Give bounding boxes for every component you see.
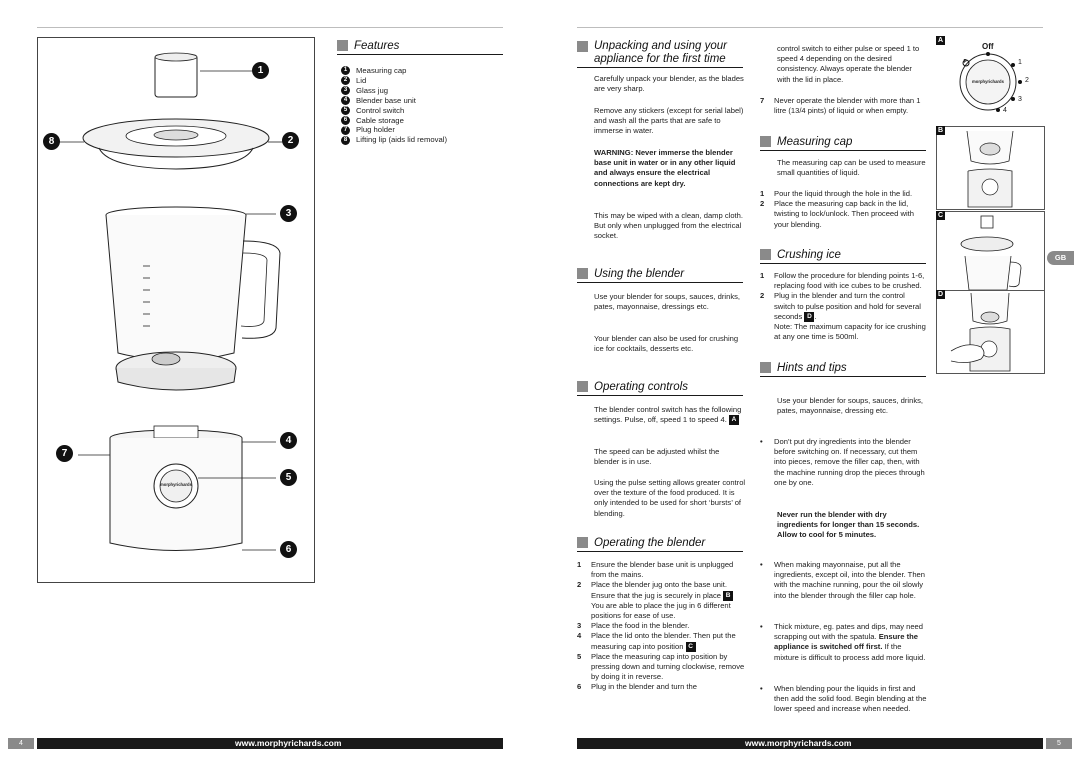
figure-d-pulse-hold: D bbox=[936, 290, 1045, 374]
callout-5: 5 bbox=[280, 469, 297, 486]
section-marker-icon bbox=[577, 537, 588, 548]
unpacking-warning: WARNING: Never immerse the blender base … bbox=[594, 148, 736, 188]
dial-speed-4: 4 bbox=[1003, 107, 1007, 114]
callout-8: 8 bbox=[43, 133, 60, 150]
crushing-heading: Crushing ice bbox=[760, 249, 926, 264]
features-heading: Features bbox=[337, 40, 503, 55]
figure-tag-c: C bbox=[936, 211, 945, 220]
using-p1: Use your blender for soups, sauces, drin… bbox=[594, 292, 741, 312]
using-p2: Your blender can also be used for crushi… bbox=[594, 334, 739, 354]
controls-p1: The blender control switch has the follo… bbox=[594, 405, 742, 426]
callout-4: 4 bbox=[280, 432, 297, 449]
figure-tag-b: B bbox=[936, 126, 945, 135]
dial-brand: morphyrichards bbox=[972, 79, 1004, 84]
list-item: •When blending pour the liquids in first… bbox=[760, 684, 927, 714]
dial-pulse-label: P bbox=[963, 59, 967, 65]
callout-7: 7 bbox=[56, 445, 73, 462]
section-marker-icon bbox=[337, 40, 348, 51]
dial-off-label: Off bbox=[982, 42, 994, 51]
page-number-right: 5 bbox=[1046, 738, 1072, 749]
section-marker-icon bbox=[760, 136, 771, 147]
callout-1: 1 bbox=[252, 62, 269, 79]
hints-bullets-3: •Thick mixture, eg. pates and dips, may … bbox=[760, 622, 928, 663]
figure-b-jug-on-base: B bbox=[936, 126, 1045, 210]
lid-cap-icon bbox=[960, 215, 1022, 291]
callout-3: 3 bbox=[280, 205, 297, 222]
using-heading: Using the blender bbox=[577, 268, 743, 283]
unpacking-p3: This may be wiped with a clean, damp clo… bbox=[594, 211, 743, 241]
list-item: •Thick mixture, eg. pates and dips, may … bbox=[760, 622, 926, 662]
page-number-left: 4 bbox=[8, 738, 34, 749]
callout-6: 6 bbox=[280, 541, 297, 558]
measuring-p1: The measuring cap can be used to measure… bbox=[777, 158, 926, 178]
controls-p2: The speed can be adjusted whilst the ble… bbox=[594, 447, 720, 467]
list-item: •When making mayonnaise, put all the ing… bbox=[760, 560, 925, 600]
dial-speed-2: 2 bbox=[1025, 77, 1029, 84]
hints-bullets-4: •When blending pour the liquids in first… bbox=[760, 684, 928, 715]
top-rule-right bbox=[577, 27, 1043, 28]
blender-diagram: morphyrichards bbox=[37, 37, 315, 583]
hand-pulse-icon bbox=[950, 292, 1011, 372]
controls-p3: Using the pulse setting allows greater c… bbox=[594, 478, 746, 518]
list-item: •Don’t put dry ingredients into the blen… bbox=[760, 437, 925, 487]
unpacking-p1: Carefully unpack your blender, as the bl… bbox=[594, 74, 744, 94]
dial-icon bbox=[959, 52, 1022, 112]
hints-bullets-2: •When making mayonnaise, put all the ing… bbox=[760, 560, 928, 601]
footer-url-left[interactable]: www.morphyrichards.com bbox=[235, 738, 342, 748]
callout-2: 2 bbox=[282, 132, 299, 149]
col3-continued: control switch to either pulse or speed … bbox=[777, 44, 920, 84]
section-marker-icon bbox=[577, 381, 588, 392]
unpacking-p2: Remove any stickers (except for serial l… bbox=[594, 106, 744, 136]
top-rule-left bbox=[37, 27, 503, 28]
hints-p1: Use your blender for soups, sauces, drin… bbox=[777, 396, 924, 416]
language-tab-gb: GB bbox=[1047, 251, 1074, 265]
dial-speed-3: 3 bbox=[1018, 96, 1022, 103]
controls-heading: Operating controls bbox=[577, 381, 743, 396]
figure-tag-d: D bbox=[936, 290, 945, 299]
section-marker-icon bbox=[760, 249, 771, 260]
dial-speed-1: 1 bbox=[1018, 59, 1022, 66]
hints-heading: Hints and tips bbox=[760, 362, 926, 377]
measuring-heading: Measuring cap bbox=[760, 136, 926, 151]
hints-bullets-1: •Don’t put dry ingredients into the blen… bbox=[760, 437, 928, 488]
hints-warning: Never run the blender with dry ingredien… bbox=[777, 510, 920, 540]
footer-right: www.morphyrichards.com bbox=[577, 738, 1043, 749]
section-marker-icon bbox=[760, 362, 771, 373]
operating-heading: Operating the blender bbox=[577, 537, 743, 552]
section-marker-icon bbox=[577, 268, 588, 279]
jug-base-icon bbox=[966, 130, 1014, 208]
figure-tag-a: A bbox=[936, 36, 945, 45]
footer-url-right[interactable]: www.morphyrichards.com bbox=[745, 738, 852, 748]
footer-left: www.morphyrichards.com bbox=[37, 738, 503, 749]
figure-a-control-dial: A Off P 1 2 3 4 morphyrichards bbox=[936, 36, 1043, 122]
unit-brand-label: morphyrichards bbox=[160, 482, 192, 487]
section-marker-icon bbox=[577, 41, 588, 52]
figure-c-lid-and-cap: C bbox=[936, 211, 1045, 291]
blender-illustration bbox=[53, 52, 283, 551]
